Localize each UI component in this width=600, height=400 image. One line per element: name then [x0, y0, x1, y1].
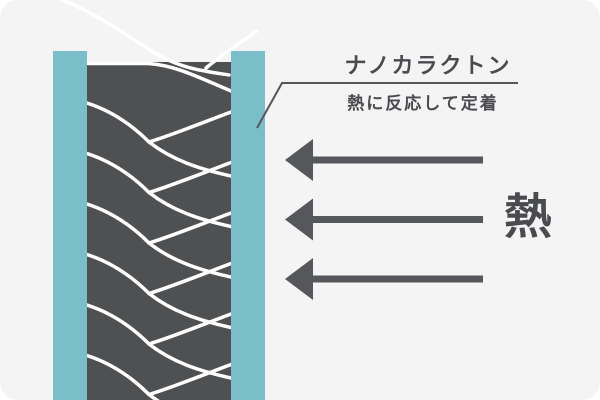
- arrow-shaft: [309, 216, 483, 223]
- heat-arrow-top: [285, 139, 483, 181]
- heat-arrow-bottom: [285, 258, 483, 300]
- fabric-core: [87, 62, 231, 400]
- coating-layer-right: [231, 51, 265, 400]
- loose-fiber-long: [60, 0, 231, 77]
- loose-fiber-short: [204, 29, 259, 70]
- arrow-head-icon: [285, 258, 313, 300]
- annotation-leader-line: [256, 82, 518, 129]
- arrow-shaft: [309, 275, 483, 283]
- coating-layer-left: [53, 51, 87, 400]
- arrow-head-icon: [285, 198, 313, 241]
- fiber-weave: [87, 62, 231, 400]
- annotation-subtitle: 熱に反応して定着: [347, 94, 499, 114]
- loose-fibers: [60, 0, 259, 77]
- heat-label: 熱: [504, 189, 553, 245]
- annotation-title: ナノカラクトン: [344, 54, 512, 79]
- arrow-shaft: [309, 156, 483, 164]
- arrow-head-icon: [285, 139, 313, 181]
- heat-arrow-middle: [285, 198, 483, 241]
